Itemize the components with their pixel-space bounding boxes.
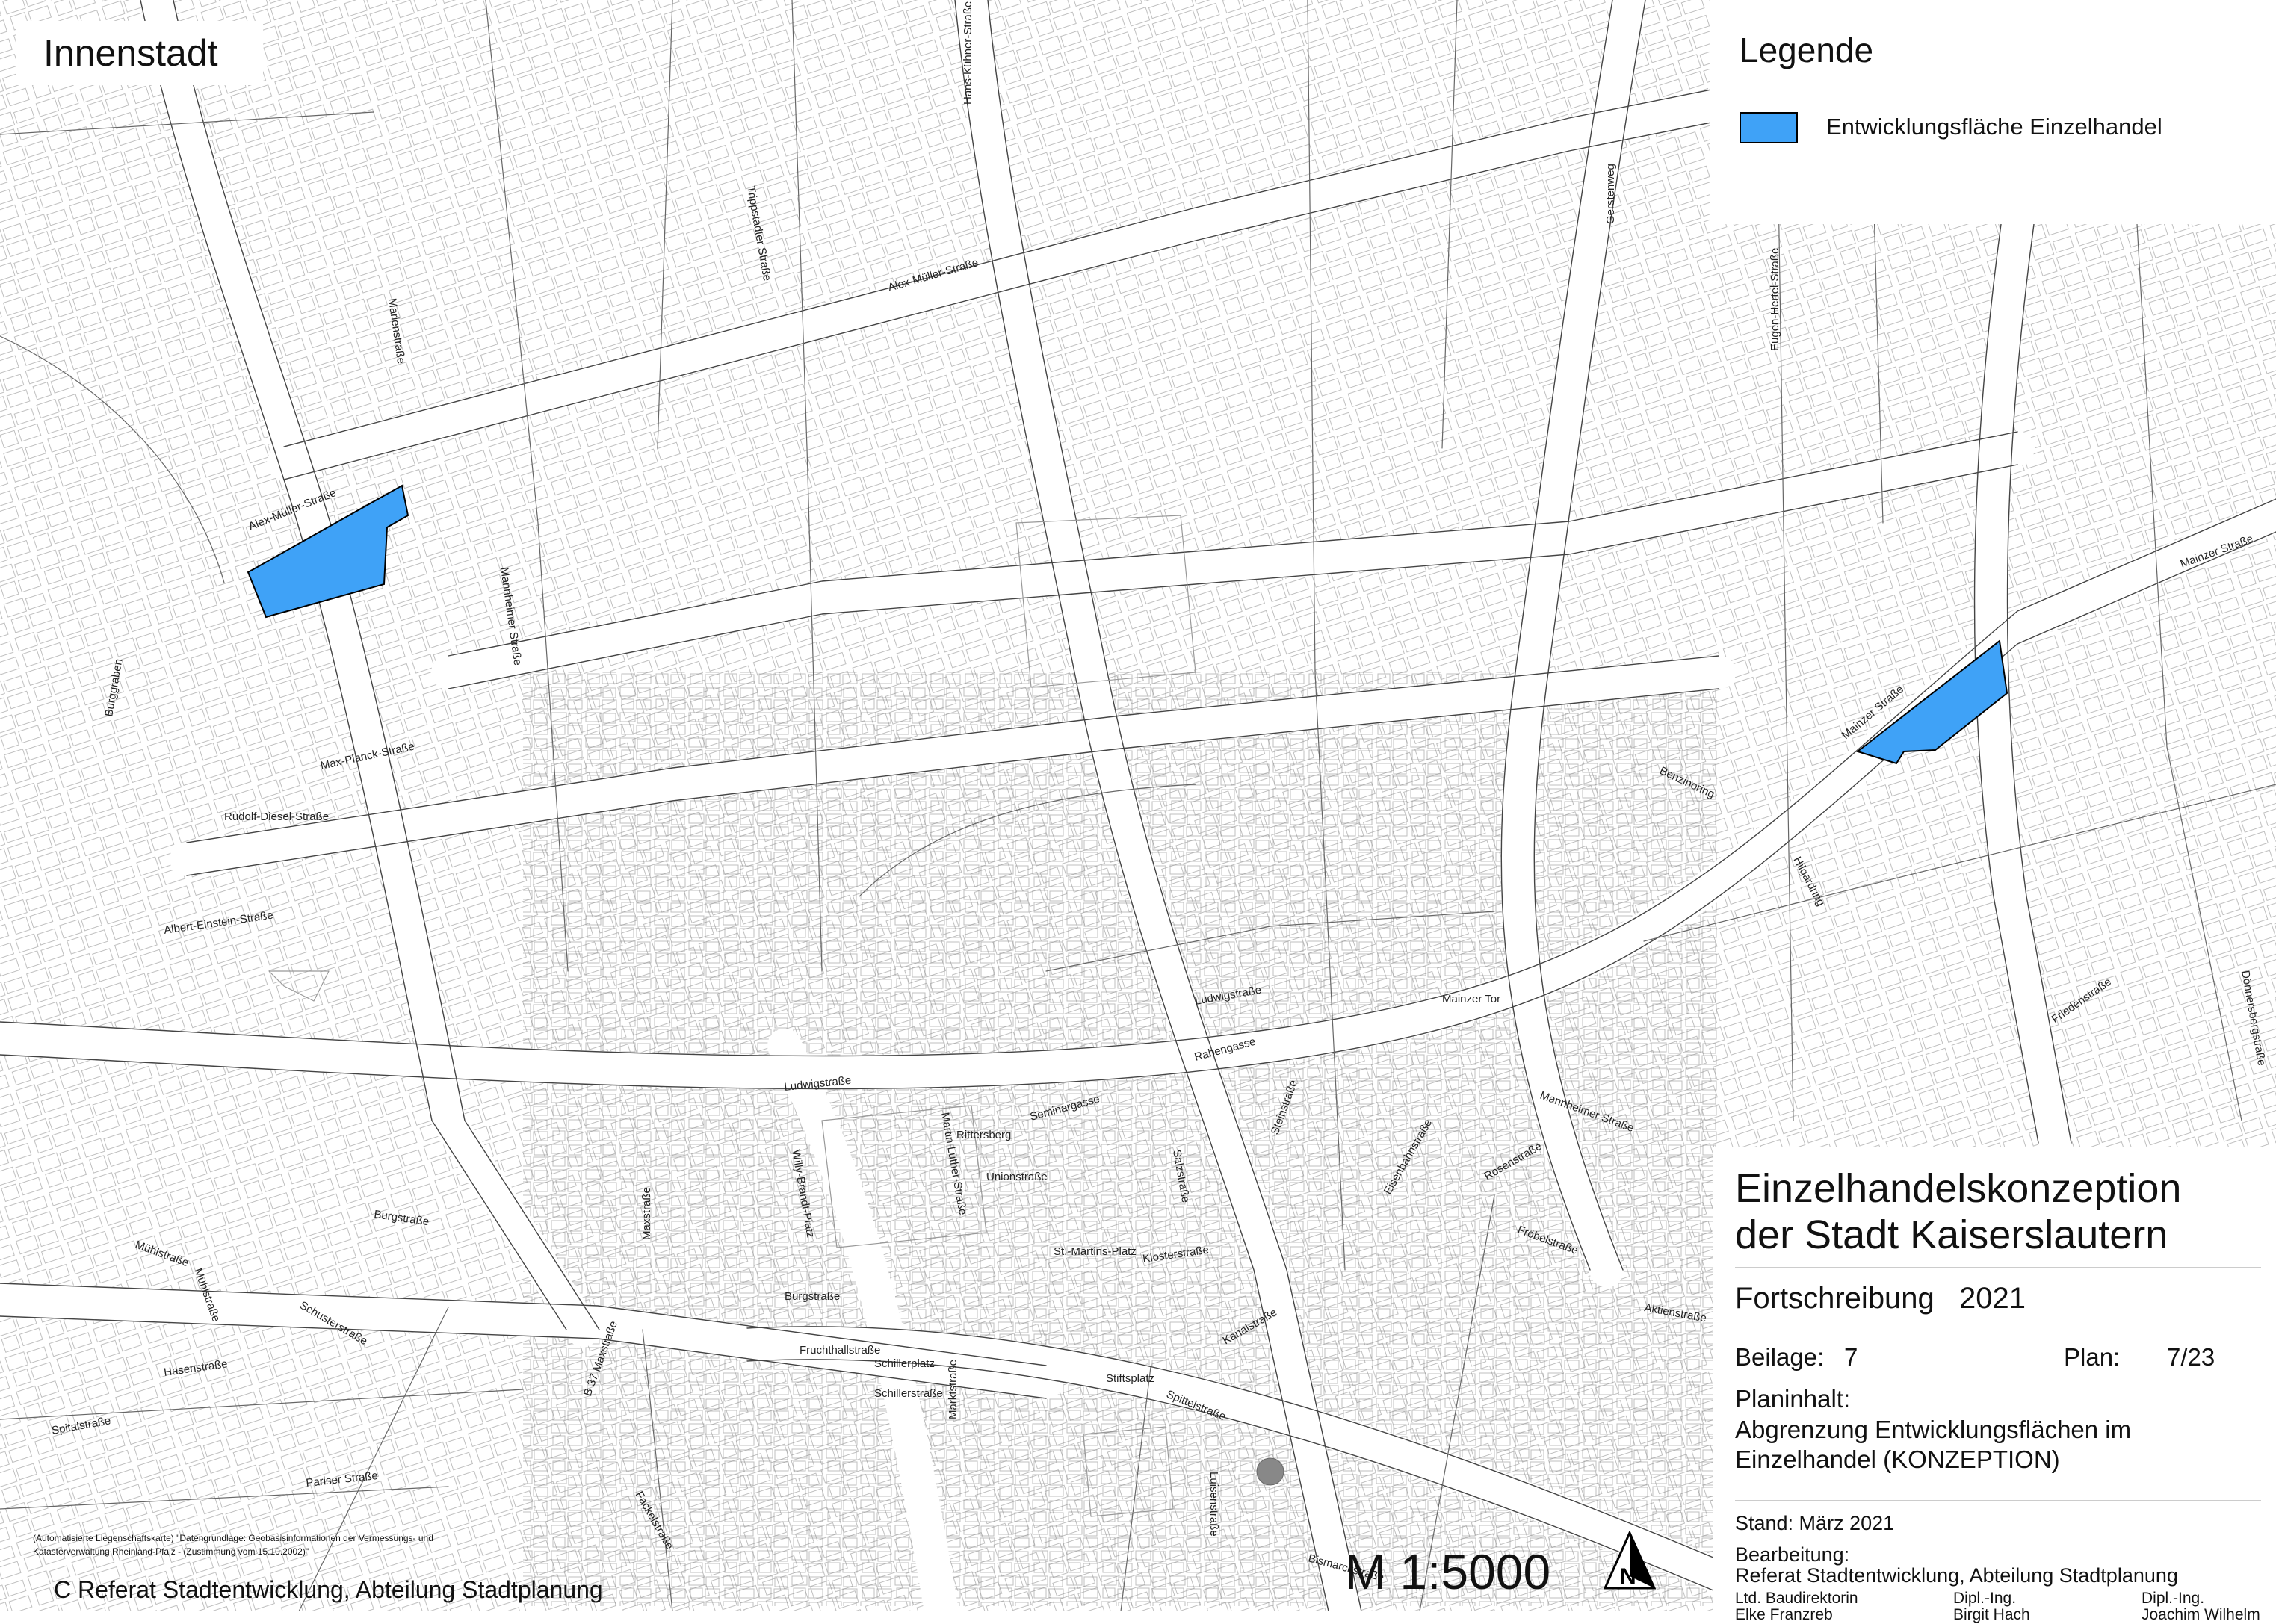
street-label: Burgstraße	[785, 1290, 840, 1303]
plan-title: Einzelhandelskonzeption der Stadt Kaiser…	[1735, 1165, 2181, 1258]
planinhalt-label: Planinhalt:	[1735, 1385, 1851, 1413]
street-label: Eugen-Hertel-Straße	[1769, 248, 1781, 351]
north-arrow-icon: N	[1604, 1531, 1656, 1590]
map-title-box: Innenstadt	[16, 21, 263, 85]
person-name: Elke Franzreb	[1735, 1606, 1833, 1623]
plan-title-line-1: Einzelhandelskonzeption	[1735, 1166, 2182, 1211]
divider	[1735, 1267, 2261, 1268]
plan-info-box: Einzelhandelskonzeption der Stadt Kaiser…	[1713, 1147, 2276, 1623]
planinhalt-text: Abgrenzung Entwicklungsflächen im Einzel…	[1735, 1416, 2132, 1473]
street-label: Rudolf-Diesel-Straße	[224, 811, 329, 823]
person-role: Ltd. Baudirektorin	[1735, 1590, 1858, 1607]
person-role: Dipl.-Ing.	[2142, 1590, 2205, 1607]
street-label: Stiftsplatz	[1106, 1372, 1154, 1385]
person-role: Dipl.-Ing.	[1953, 1590, 2017, 1607]
beilage-label: Beilage:	[1735, 1343, 1825, 1371]
street-label: Rittersberg	[956, 1129, 1011, 1141]
street-label: Luisenstraße	[1207, 1472, 1220, 1537]
bearbeitung-label: Bearbeitung:	[1735, 1543, 1850, 1566]
plan-value: 7/23	[2167, 1343, 2215, 1371]
street-label: Schillerstraße	[874, 1387, 943, 1400]
person-name: Joachim Wilhelm	[2142, 1606, 2260, 1623]
legend-title: Legende	[1740, 31, 1874, 69]
footer-credit: C Referat Stadtentwicklung, Abteilung St…	[54, 1576, 603, 1603]
plan-title-line-2: der Stadt Kaiserslautern	[1735, 1212, 2168, 1257]
street-label: Unionstraße	[986, 1171, 1048, 1183]
fortschreibung-label: Fortschreibung	[1735, 1282, 1935, 1315]
legend-item-label: Entwicklungsfläche Einzelhandel	[1826, 114, 2162, 140]
street-label: Mainzer Tor	[1442, 993, 1500, 1005]
street-label: Gerstenweg	[1604, 164, 1617, 224]
street-label: Schillerplatz	[874, 1357, 935, 1370]
divider	[1735, 1500, 2261, 1501]
fortschreibung-year: 2021	[1959, 1282, 2026, 1315]
legend: Legende Entwicklungsfläche Einzelhandel	[1710, 0, 2276, 224]
stand-date: Stand: März 2021	[1735, 1512, 1895, 1534]
street-label: Hans-Kühner-Straße	[962, 1, 974, 105]
bearbeitung-text: Referat Stadtentwicklung, Abteilung Stad…	[1735, 1564, 2178, 1587]
map-title: Innenstadt	[43, 32, 218, 74]
development-area-alex-mueller[interactable]	[247, 484, 409, 619]
copyright-note: (Automatisierte Liegenschaftskarte) "Dat…	[33, 1533, 433, 1557]
street-label: Maxstraße	[640, 1187, 653, 1240]
plan-label: Plan:	[2064, 1343, 2121, 1371]
street-label: St.-Martins-Platz	[1054, 1245, 1137, 1258]
legend-swatch	[1740, 112, 1798, 143]
person-name: Birgit Hach	[1953, 1606, 2030, 1623]
beilage-value: 7	[1844, 1343, 1858, 1371]
street-label: Fruchthallstraße	[800, 1344, 880, 1357]
map-scale: M 1:5000	[1345, 1544, 1551, 1599]
street-label: Marktstraße	[947, 1360, 959, 1419]
north-label: N	[1620, 1564, 1636, 1589]
development-area-mainzer-strasse[interactable]	[1855, 639, 2008, 765]
